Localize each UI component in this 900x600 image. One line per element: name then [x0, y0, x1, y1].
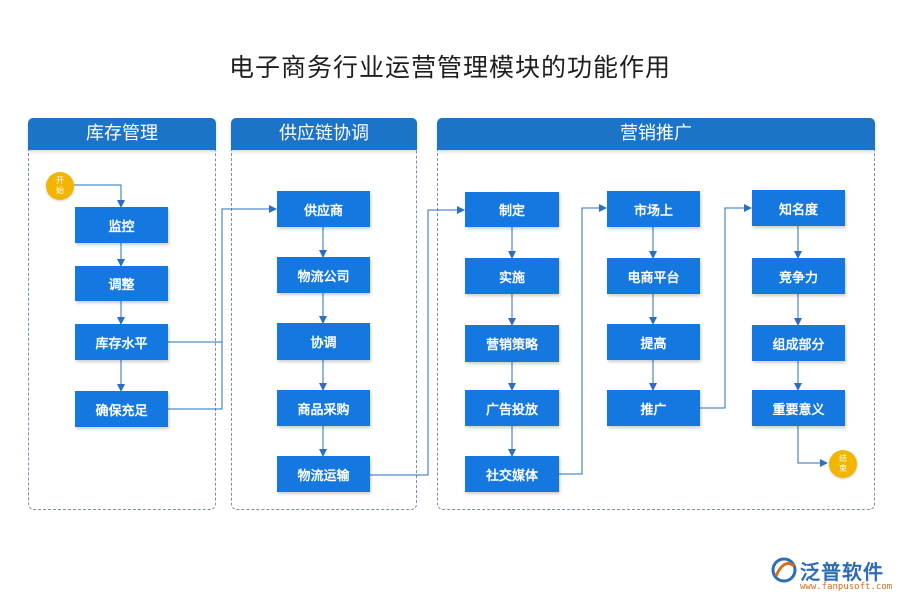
node-awareness: 知名度 [752, 190, 845, 226]
node-supplier: 供应商 [277, 191, 370, 227]
node-inventory-level: 库存水平 [75, 324, 168, 360]
node-promote: 推广 [607, 390, 700, 426]
node-advertising: 广告投放 [465, 390, 559, 426]
logo-url: www.fanpusoft.com [800, 582, 893, 592]
node-monitor: 监控 [75, 207, 168, 243]
node-implement: 实施 [465, 258, 559, 294]
node-formulate: 制定 [465, 192, 559, 227]
panel-header-supply: 供应链协调 [231, 118, 417, 150]
node-market: 市场上 [607, 191, 700, 227]
brand-logo: 泛普软件 www.fanpusoft.com [770, 556, 895, 596]
logo-mark-icon [771, 557, 797, 583]
panel-header-inventory: 库存管理 [28, 118, 216, 150]
node-competitiveness: 竞争力 [752, 258, 845, 294]
node-ensure-sufficient: 确保充足 [75, 391, 168, 427]
node-logistics-transport: 物流运输 [277, 456, 370, 492]
logo-name: 泛普软件 [800, 560, 884, 584]
node-adjust: 调整 [75, 266, 168, 301]
start-node: 开始 [46, 172, 74, 200]
node-improve: 提高 [607, 324, 700, 360]
node-ecommerce-platform: 电商平台 [607, 258, 700, 294]
node-significance: 重要意义 [752, 390, 845, 426]
end-node: 结束 [829, 450, 857, 478]
panel-header-marketing: 营销推广 [437, 118, 875, 150]
node-component: 组成部分 [752, 325, 845, 361]
node-logistics-company: 物流公司 [277, 257, 370, 293]
page-title: 电子商务行业运营管理模块的功能作用 [228, 53, 671, 82]
node-procurement: 商品采购 [277, 390, 370, 426]
node-social-media: 社交媒体 [465, 456, 559, 492]
node-marketing-strategy: 营销策略 [465, 325, 559, 362]
node-coordinate: 协调 [277, 323, 370, 360]
